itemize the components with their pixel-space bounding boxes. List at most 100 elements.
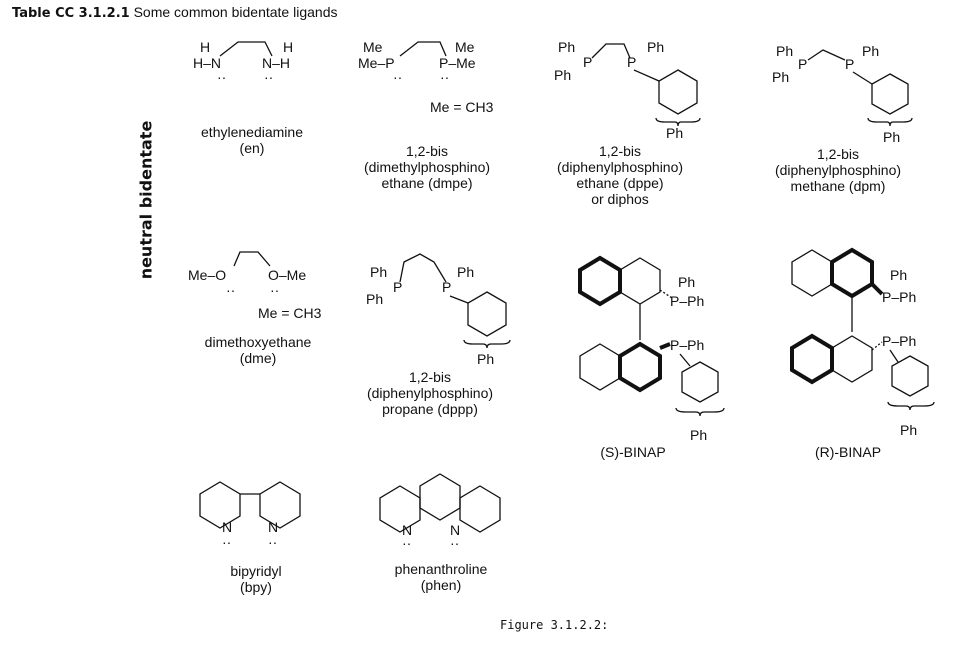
atom-ph: Ph (647, 39, 664, 55)
atom-nh: N–H (262, 55, 290, 71)
label-dme: dimethoxyethane (dme) (205, 334, 312, 366)
label-dpm: 1,2-bis (diphenylphosphino) methane (dpm… (775, 146, 901, 194)
lone-pair: ·· (450, 535, 459, 551)
phenyl-ring (891, 355, 929, 397)
label-line: 1,2-bis (816, 146, 860, 162)
structure-dpm: Ph Ph P P Ph Ph (772, 43, 913, 145)
bond (449, 295, 469, 304)
naphthyl-ring (831, 335, 873, 383)
atom-p: P (845, 56, 854, 72)
lone-pair: ·· (440, 69, 449, 85)
label-line: (bpy) (240, 579, 272, 595)
atom-pph: P–Ph (670, 337, 704, 353)
phenyl-ring (681, 361, 719, 403)
atom-ph: Ph (457, 264, 474, 280)
label-line: (diphenylphosphino) (774, 162, 902, 178)
lone-pair: ·· (217, 69, 226, 85)
label-phen: phenanthroline (phen) (395, 561, 488, 593)
pyridine-ring (259, 481, 301, 529)
atom-ph: Ph (900, 422, 917, 438)
label-bpy: bipyridyl (bpy) (230, 563, 281, 595)
figure-label: Figure 3.1.2.2: (500, 618, 609, 632)
atom-ph: Ph (776, 43, 793, 59)
label-dmpe: 1,2-bis (dimethylphosphino) ethane (dmpe… (364, 143, 490, 191)
label-line: ethane (dppe) (576, 175, 664, 191)
brace (463, 339, 511, 349)
ring (419, 473, 461, 521)
naphthyl-ring (791, 249, 833, 297)
label-line: (dme) (239, 350, 277, 366)
naphthyl-ring (579, 343, 621, 391)
atom-meo: Me–O (188, 267, 226, 283)
label-r-binap: (R)-BINAP (814, 444, 882, 460)
lone-pair: ·· (222, 534, 231, 550)
label-line: 1,2-bis (598, 143, 642, 159)
structure-phen: N N ·· ·· (379, 473, 501, 551)
atom-pme: P–Me (439, 55, 476, 71)
label-line: bipyridyl (230, 563, 282, 579)
label-line: dimethoxyethane (204, 334, 312, 350)
atom-pph: P–Ph (882, 333, 916, 349)
caption-text: Some common bidentate ligands (133, 4, 338, 20)
label-line: 1,2-bis (408, 369, 452, 385)
atom-h: H (283, 39, 293, 55)
naphthyl-ring (830, 247, 874, 299)
atom-p: P (798, 56, 807, 72)
label-line: ethylenediamine (201, 124, 303, 140)
structure-dppe: Ph Ph P P Ph Ph (554, 39, 701, 141)
atom-n: N (402, 522, 412, 538)
atom-n: N (450, 522, 460, 538)
bond-backbone (807, 49, 846, 61)
bond-backbone (233, 251, 271, 267)
me-definition: Me = CH3 (258, 305, 322, 321)
caption-number: Table CC 3.1.2.1 (12, 6, 130, 21)
label-line: (diphenylphosphino) (366, 385, 494, 401)
me-definition: Me = CH3 (430, 99, 494, 115)
atom-me: Me (363, 39, 383, 55)
atom-ph: Ph (690, 427, 707, 443)
brace (867, 117, 913, 127)
label-line: phenanthroline (394, 561, 488, 577)
atom-n: N (268, 519, 278, 535)
label-line: 1,2-bis (405, 143, 449, 159)
hashed-bond (871, 341, 883, 351)
lone-pair: ·· (226, 282, 235, 298)
ring (379, 485, 421, 533)
atom-me: Me (455, 39, 475, 55)
structure-r-binap: Ph P–Ph P–Ph Ph (790, 247, 935, 438)
bond (633, 69, 660, 82)
lone-pair: ·· (402, 535, 411, 551)
atom-ph: Ph (862, 43, 879, 59)
atom-p: P (627, 54, 636, 70)
atom-ph: Ph (558, 39, 575, 55)
bond-backbone (591, 43, 631, 59)
structure-s-binap: Ph P–Ph P–Ph Ph (578, 255, 725, 443)
atom-ph: Ph (554, 67, 571, 83)
atom-p: P (442, 279, 451, 295)
structure-en: H H H–N N–H ·· ·· (193, 39, 293, 85)
label-line: methane (dpm) (790, 178, 886, 194)
atom-ph: Ph (370, 264, 387, 280)
naphthyl-ring (578, 255, 622, 307)
bond (852, 71, 873, 85)
atom-ph: Ph (883, 129, 900, 145)
atom-n: N (222, 519, 232, 535)
brace (655, 117, 701, 127)
label-line: (phen) (420, 577, 462, 593)
atom-ome: O–Me (268, 267, 306, 283)
bond-backbone (219, 41, 273, 57)
bond (679, 353, 691, 367)
phenyl-ring (871, 73, 909, 115)
phenyl-ring (467, 291, 507, 337)
hashed-bond (659, 289, 673, 299)
wedge-bond (870, 282, 884, 296)
atom-pph: P–Ph (670, 293, 704, 309)
lone-pair: ·· (268, 534, 277, 550)
label-dppp: 1,2-bis (diphenylphosphino) propane (dpp… (367, 369, 493, 417)
label-en: ethylenediamine (en) (201, 124, 303, 156)
label-dppe: 1,2-bis (diphenylphosphino) ethane (dppe… (557, 143, 683, 207)
phenyl-ring (658, 69, 698, 115)
atom-p: P (583, 54, 592, 70)
lone-pair: ·· (264, 69, 273, 85)
